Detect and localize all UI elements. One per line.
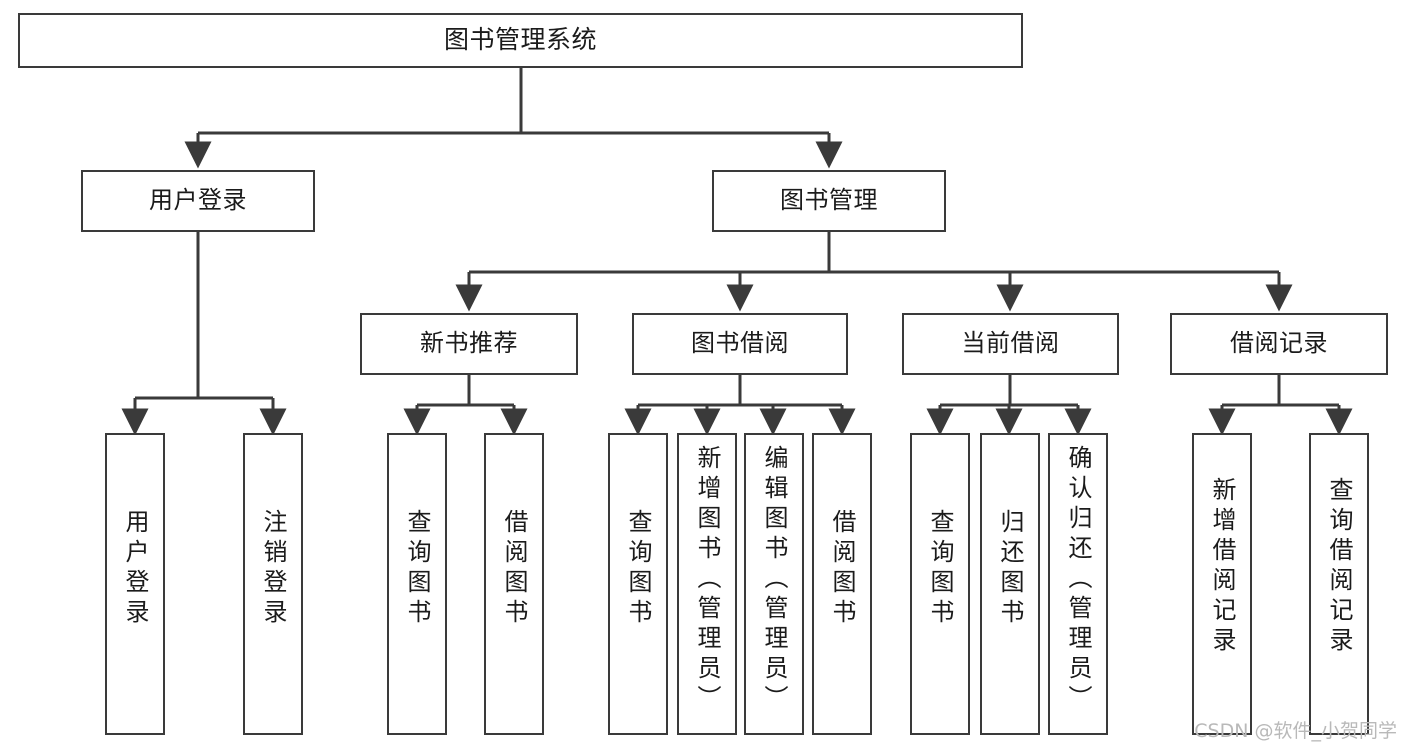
node-label: 查询借阅记录 (1325, 477, 1353, 657)
leaf-edit-book-admin[interactable]: 编辑图书（管理员） (744, 433, 804, 735)
leaf-add-book-admin[interactable]: 新增图书（管理员） (677, 433, 737, 735)
node-book-borrow[interactable]: 图书借阅 (632, 313, 848, 375)
node-label: 图书借阅 (691, 329, 789, 358)
leaf-user-logout[interactable]: 注销登录 (243, 433, 303, 735)
leaf-user-login[interactable]: 用户登录 (105, 433, 165, 735)
leaf-query-book-borrow[interactable]: 查询图书 (608, 433, 668, 735)
node-user-login[interactable]: 用户登录 (81, 170, 315, 232)
node-label: 编辑图书（管理员） (760, 445, 788, 715)
leaf-query-book-recommend[interactable]: 查询图书 (387, 433, 447, 735)
node-root-library-management-system[interactable]: 图书管理系统 (18, 13, 1023, 68)
node-label: 图书管理系统 (443, 25, 597, 55)
leaf-borrow-book-borrow[interactable]: 借阅图书 (812, 433, 872, 735)
node-label: 借阅记录 (1230, 329, 1328, 358)
csdn-watermark: CSDN @软件_小贺同学 (1194, 720, 1397, 742)
node-label: 确认归还（管理员） (1064, 445, 1092, 715)
leaf-query-book-current[interactable]: 查询图书 (910, 433, 970, 735)
node-borrow-record[interactable]: 借阅记录 (1170, 313, 1388, 375)
node-label: 借阅图书 (828, 509, 856, 629)
leaf-return-book[interactable]: 归还图书 (980, 433, 1040, 735)
node-label: 当前借阅 (961, 329, 1060, 358)
node-book-management[interactable]: 图书管理 (712, 170, 946, 232)
node-new-book-recommend[interactable]: 新书推荐 (360, 313, 578, 375)
node-current-borrow[interactable]: 当前借阅 (902, 313, 1119, 375)
node-label: 查询图书 (624, 509, 652, 629)
node-label: 用户登录 (149, 186, 247, 215)
node-label: 图书管理 (780, 186, 878, 215)
leaf-query-borrow-record[interactable]: 查询借阅记录 (1309, 433, 1369, 735)
leaf-add-borrow-record[interactable]: 新增借阅记录 (1192, 433, 1252, 735)
node-label: 新增借阅记录 (1208, 477, 1236, 657)
node-label: 借阅图书 (500, 509, 528, 629)
node-label: 注销登录 (259, 509, 287, 629)
node-label: 新书推荐 (420, 329, 518, 358)
node-label: 新增图书（管理员） (693, 445, 721, 715)
leaf-borrow-book-recommend[interactable]: 借阅图书 (484, 433, 544, 735)
leaf-confirm-return-admin[interactable]: 确认归还（管理员） (1048, 433, 1108, 735)
node-label: 用户登录 (121, 509, 149, 629)
node-label: 查询图书 (403, 509, 431, 629)
node-label: 查询图书 (926, 509, 954, 629)
node-label: 归还图书 (996, 509, 1024, 629)
